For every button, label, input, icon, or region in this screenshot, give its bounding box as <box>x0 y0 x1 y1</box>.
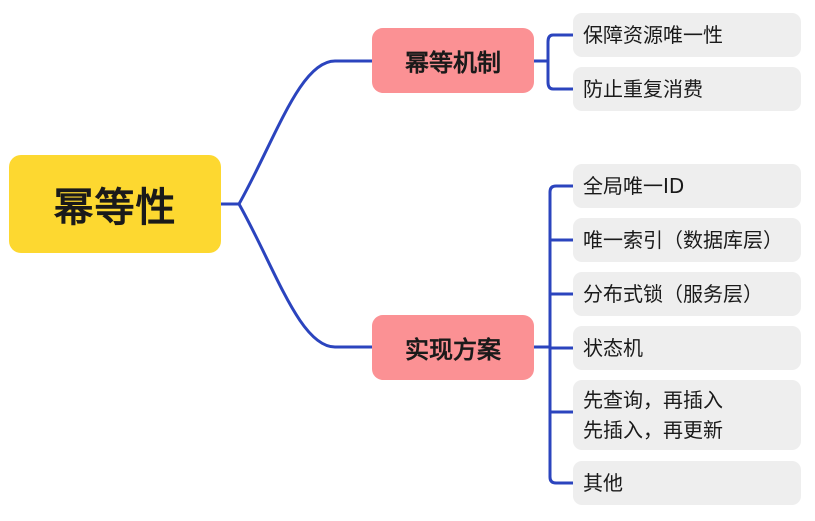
leaf-label: 分布式锁（服务层） <box>583 282 763 306</box>
connector-root-to-mechanism <box>219 59 374 206</box>
leaf-global-unique-id: 全局唯一ID <box>573 164 801 208</box>
leaf-label: 状态机 <box>583 336 643 360</box>
leaf-unique-index: 唯一索引（数据库层） <box>573 218 801 262</box>
leaf-label: 防止重复消费 <box>583 77 703 101</box>
branch-topic-label: 幂等机制 <box>405 49 501 77</box>
connector-mechanism-to-leaves <box>532 33 575 91</box>
leaf-label: 其他 <box>583 471 623 495</box>
leaf-label-line-1: 先查询，再插入 <box>583 388 723 412</box>
leaf-label-line-2: 先插入，再更新 <box>583 418 723 442</box>
root-topic-label: 幂等性 <box>53 185 177 231</box>
leaf-label: 全局唯一ID <box>583 174 685 198</box>
connector-solutions-to-leaves <box>532 184 575 485</box>
leaf-distributed-lock: 分布式锁（服务层） <box>573 272 801 316</box>
branch-topic-solutions: 实现方案 <box>372 315 534 380</box>
connector-root-to-solutions <box>237 202 374 349</box>
leaf-label: 唯一索引（数据库层） <box>583 228 783 252</box>
branch-topic-mechanism: 幂等机制 <box>372 28 534 93</box>
leaf-resource-uniqueness: 保障资源唯一性 <box>573 13 801 57</box>
branch-topic-label: 实现方案 <box>405 336 501 364</box>
leaf-label: 保障资源唯一性 <box>583 23 723 47</box>
leaf-other: 其他 <box>573 461 801 505</box>
leaf-prevent-duplicate-consumption: 防止重复消费 <box>573 67 801 111</box>
leaf-state-machine: 状态机 <box>573 326 801 370</box>
leaf-query-insert-update: 先查询，再插入 先插入，再更新 <box>573 380 801 450</box>
root-topic: 幂等性 <box>9 155 221 253</box>
